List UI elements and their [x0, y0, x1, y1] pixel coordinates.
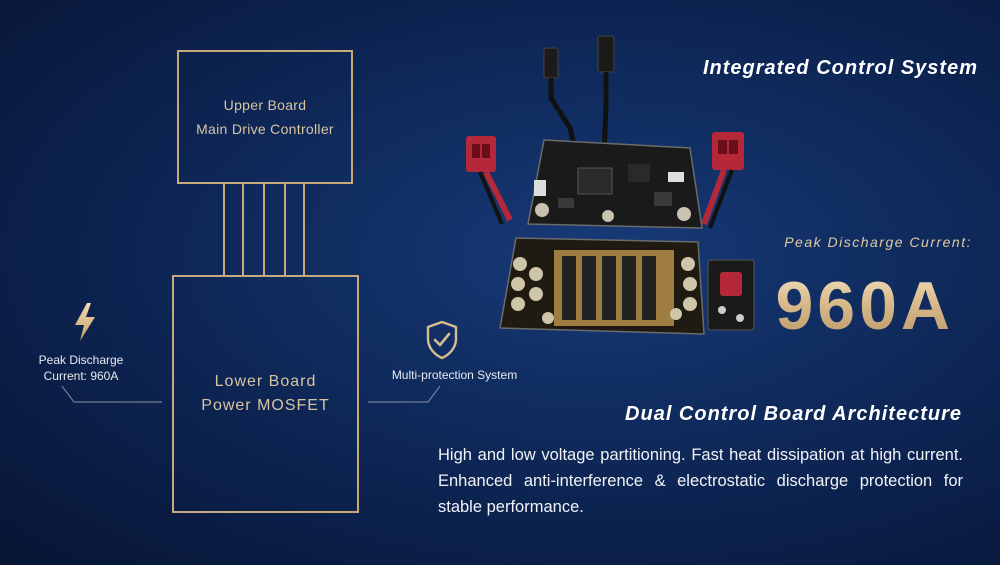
upper-board-title: Upper Board: [223, 97, 307, 113]
controller-board-illustration: [466, 35, 755, 335]
lower-board-title: Lower Board: [214, 373, 317, 390]
lower-board-subtitle: Power MOSFET: [201, 397, 330, 414]
peak-discharge-label: Peak Discharge Current: 960A: [22, 352, 140, 384]
lightning-bolt-icon: [75, 303, 95, 341]
peak-discharge-title: Peak Discharge Current:: [784, 234, 972, 250]
lower-mosfet-board: [499, 237, 705, 335]
architecture-description: High and low voltage partitioning. Fast …: [438, 446, 963, 516]
connector-line: [242, 184, 244, 275]
shield-check-icon: [426, 320, 458, 360]
power-connector-right: [701, 132, 744, 229]
power-connector-left: [466, 136, 513, 225]
upper-board-subtitle: Main Drive Controller: [196, 121, 334, 137]
peak-discharge-line1: Peak Discharge: [38, 353, 124, 367]
peak-current-value: 960A: [775, 268, 954, 344]
connector-line: [284, 184, 286, 275]
auxiliary-board: [707, 259, 755, 331]
upper-board-box: Upper Board Main Drive Controller: [177, 50, 353, 184]
leader-line-left: [61, 385, 162, 403]
connector-line: [303, 184, 305, 275]
peak-discharge-line2: Current: 960A: [43, 369, 119, 383]
connector-line: [223, 184, 225, 275]
upper-circuit-board: [527, 139, 703, 229]
leader-line-right: [368, 385, 441, 403]
integrated-control-title: Integrated Control System: [702, 57, 978, 79]
multi-protection-label: Multi-protection System: [391, 368, 518, 382]
lower-board-box: Lower Board Power MOSFET: [172, 275, 359, 513]
antenna-connector: [543, 35, 615, 154]
connector-line: [263, 184, 265, 275]
dual-board-title: Dual Control Board Architecture: [625, 403, 962, 425]
